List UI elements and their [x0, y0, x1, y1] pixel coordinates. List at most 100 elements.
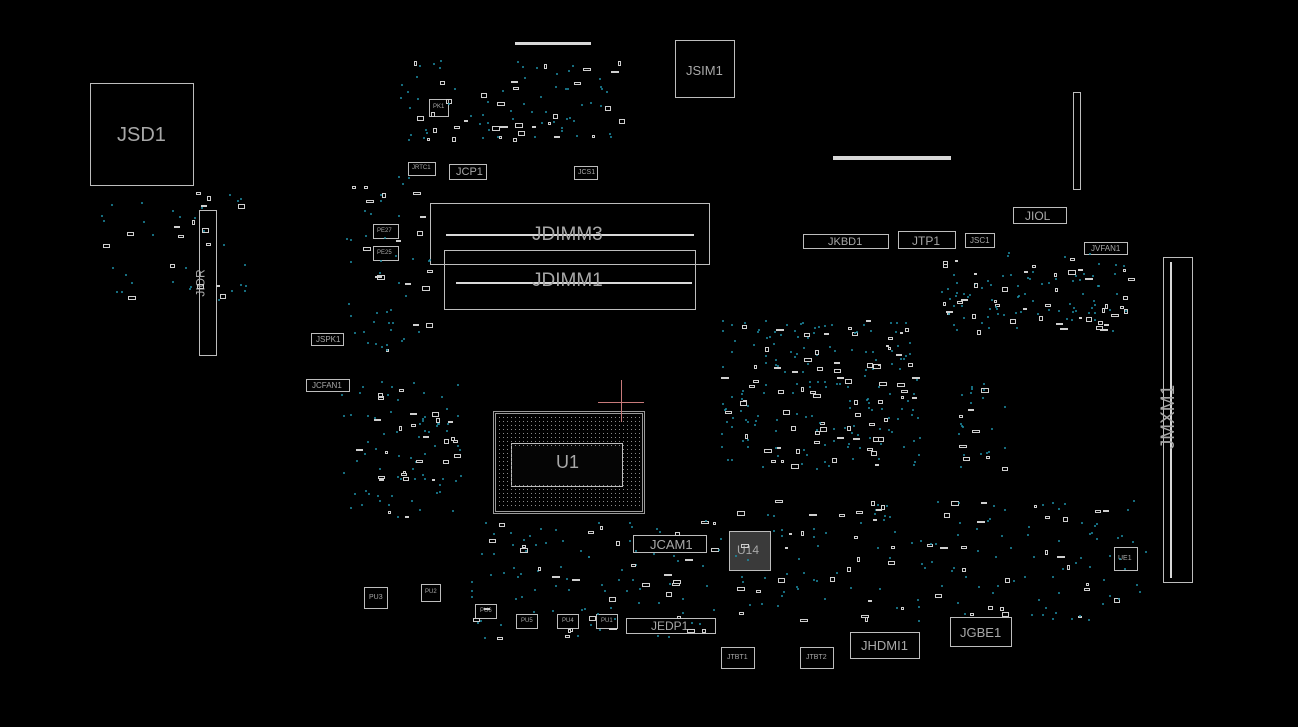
bga-ball: [567, 429, 568, 430]
bga-ball: [587, 429, 588, 430]
via: [917, 606, 920, 609]
jmxm1-connector[interactable]: [1163, 257, 1193, 583]
bga-ball: [567, 437, 568, 438]
via: [459, 448, 462, 451]
jcam1-connector[interactable]: [633, 535, 707, 553]
jcfan1-connector[interactable]: [306, 379, 350, 392]
bga-ball: [603, 441, 604, 442]
via: [1012, 580, 1015, 583]
via: [381, 345, 384, 348]
jsim1-connector[interactable]: [675, 40, 735, 98]
jcs1-connector[interactable]: [574, 166, 598, 180]
jsd1-connector[interactable]: [90, 83, 194, 186]
bga-ball: [535, 501, 536, 502]
smd-pad: [836, 436, 844, 439]
jtp1-connector[interactable]: [898, 231, 956, 249]
bga-ball: [591, 497, 592, 498]
bga-ball: [579, 485, 580, 486]
via: [777, 365, 780, 368]
smd-pad: [201, 204, 208, 207]
pu4-chip[interactable]: [557, 614, 579, 629]
smd-pad: [454, 453, 462, 458]
via: [802, 572, 805, 575]
pu2-chip[interactable]: [421, 584, 441, 602]
jgbe1-connector[interactable]: [950, 617, 1012, 647]
u14-chip[interactable]: [729, 531, 771, 571]
bga-ball: [539, 417, 540, 418]
jdimm3-slot[interactable]: [430, 203, 710, 265]
bga-ball: [571, 421, 572, 422]
bga-ball: [623, 421, 624, 422]
jsc1-connector[interactable]: [965, 233, 995, 248]
pe25-component[interactable]: [373, 246, 399, 261]
jior-connector[interactable]: [199, 210, 217, 356]
vertical-connector[interactable]: [1073, 92, 1081, 190]
bga-ball: [543, 445, 544, 446]
bga-ball: [599, 425, 600, 426]
pu3-chip[interactable]: [364, 587, 388, 609]
bga-ball: [579, 417, 580, 418]
via: [1038, 599, 1041, 602]
bga-ball: [607, 493, 608, 494]
bga-ball: [611, 489, 612, 490]
pu5-label: PU5: [521, 618, 533, 624]
pe27-component[interactable]: [373, 224, 399, 239]
via: [400, 478, 403, 481]
bga-ball: [631, 441, 632, 442]
via: [487, 128, 490, 131]
via: [849, 400, 852, 403]
bga-ball: [639, 505, 640, 506]
via: [1017, 284, 1020, 287]
via: [385, 310, 388, 313]
via: [599, 77, 602, 80]
jspk1-connector[interactable]: [311, 333, 344, 346]
jrtc1-connector[interactable]: [408, 162, 436, 176]
jcp1-connector[interactable]: [449, 164, 487, 180]
smd-pad: [852, 331, 859, 336]
smd-pad: [473, 618, 481, 623]
bga-ball: [551, 485, 552, 486]
bga-ball: [535, 505, 536, 506]
u1-cpu-package[interactable]: [493, 411, 645, 514]
jdimm1-slot[interactable]: [444, 250, 696, 310]
via: [171, 280, 174, 283]
jkbd1-connector[interactable]: [803, 234, 889, 249]
via: [364, 234, 367, 237]
via: [924, 566, 926, 569]
jtbt1-connector[interactable]: [721, 647, 755, 669]
via: [989, 518, 992, 521]
pk1-chip[interactable]: [429, 99, 449, 117]
bga-ball: [531, 445, 532, 446]
via: [786, 573, 789, 576]
pu5-chip[interactable]: [516, 614, 538, 629]
pu1-chip[interactable]: [596, 614, 618, 629]
bga-ball: [507, 441, 508, 442]
via: [440, 60, 443, 63]
jiol-connector[interactable]: [1013, 207, 1067, 224]
bga-ball: [527, 501, 528, 502]
pu6-chip[interactable]: [475, 604, 497, 619]
via: [243, 289, 246, 292]
smd-pad: [410, 423, 416, 427]
smd-pad: [943, 301, 947, 306]
smd-pad: [616, 540, 621, 546]
bga-ball: [547, 493, 548, 494]
smd-pad: [1053, 273, 1057, 278]
bga-ball: [515, 429, 516, 430]
jhdmi1-connector[interactable]: [850, 632, 920, 659]
via: [404, 295, 407, 298]
jiol-label: JIOL: [1025, 209, 1051, 223]
jedp1-connector[interactable]: [626, 618, 716, 634]
smd-pad: [484, 608, 491, 611]
jvfan1-connector[interactable]: [1084, 242, 1128, 255]
bga-ball: [583, 417, 584, 418]
via: [439, 66, 442, 69]
bga-ball: [587, 445, 588, 446]
smd-pad: [375, 275, 383, 278]
jtbt2-connector[interactable]: [800, 647, 834, 669]
smd-pad: [804, 357, 813, 362]
bga-ball: [631, 445, 632, 446]
via: [116, 291, 119, 294]
ue1-chip[interactable]: [1114, 547, 1138, 571]
